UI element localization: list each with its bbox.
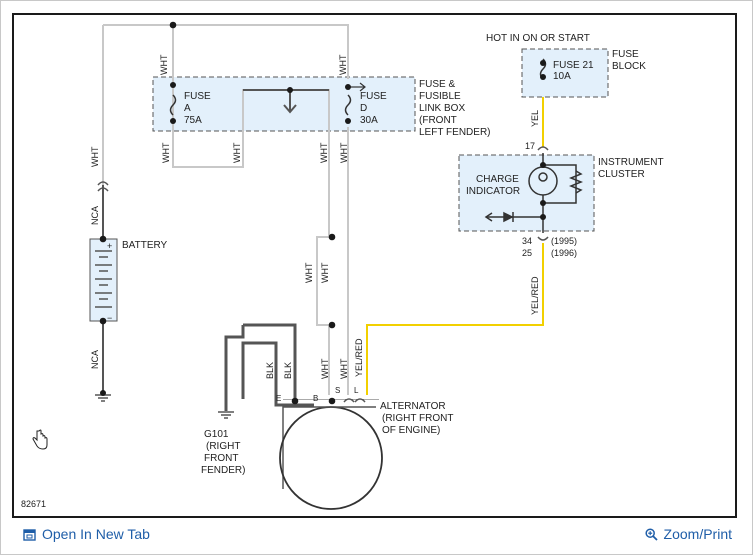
svg-text:WHT: WHT	[339, 142, 349, 163]
instrument-cluster-box	[458, 154, 595, 232]
svg-text:FUSIBLE: FUSIBLE	[419, 91, 461, 102]
svg-text:FUSE 21: FUSE 21	[553, 60, 594, 71]
svg-text:LEFT FENDER): LEFT FENDER)	[419, 127, 491, 138]
svg-text:WHT: WHT	[161, 142, 171, 163]
svg-text:(FRONT: (FRONT	[419, 115, 457, 126]
fuse-d-icon	[344, 94, 352, 116]
fuse-a-icon	[169, 94, 177, 116]
wiring-diagram[interactable]: HOT IN ON OR START FUSE BLOCK FUSE 21 10…	[12, 13, 737, 518]
svg-text:BLOCK: BLOCK	[612, 61, 646, 72]
svg-text:S: S	[335, 386, 340, 395]
svg-text:D: D	[360, 103, 367, 114]
zoom-print-label: Zoom/Print	[663, 526, 732, 542]
svg-text:BLK: BLK	[265, 362, 275, 379]
svg-text:CLUSTER: CLUSTER	[598, 169, 645, 180]
svg-text:10A: 10A	[553, 71, 571, 82]
svg-text:L: L	[354, 386, 359, 395]
svg-text:+: +	[107, 241, 112, 251]
svg-text:WHT: WHT	[339, 358, 349, 379]
yellow-wires	[366, 97, 544, 395]
viewer-footer: Open In New Tab Zoom/Print	[1, 520, 752, 554]
svg-text:WHT: WHT	[232, 142, 242, 163]
hot-in-label: HOT IN ON OR START	[486, 33, 590, 44]
svg-text:FENDER): FENDER)	[201, 465, 245, 476]
svg-text:WHT: WHT	[304, 262, 314, 283]
svg-text:YEL/RED: YEL/RED	[530, 276, 540, 315]
svg-text:WHT: WHT	[319, 142, 329, 163]
svg-text:INDICATOR: INDICATOR	[466, 186, 520, 197]
svg-text:E: E	[276, 394, 281, 403]
svg-text:WHT: WHT	[90, 146, 100, 167]
svg-text:(1996): (1996)	[551, 248, 577, 258]
svg-text:WHT: WHT	[320, 262, 330, 283]
svg-text:(RIGHT FRONT: (RIGHT FRONT	[382, 413, 453, 424]
blk-wire-inner	[241, 341, 278, 401]
svg-text:75A: 75A	[184, 115, 202, 126]
svg-text:FUSE &: FUSE &	[419, 79, 455, 90]
svg-text:−: −	[107, 313, 112, 323]
svg-text:FUSE: FUSE	[184, 91, 211, 102]
zoom-icon	[644, 527, 658, 541]
wiring-diagram-svg: HOT IN ON OR START FUSE BLOCK FUSE 21 10…	[21, 21, 664, 510]
svg-text:WHT: WHT	[159, 54, 169, 75]
svg-text:G101: G101	[204, 429, 229, 440]
svg-text:(1995): (1995)	[551, 236, 577, 246]
svg-text:CHARGE: CHARGE	[476, 174, 519, 185]
open-in-new-tab-label: Open In New Tab	[42, 526, 150, 542]
svg-text:NCA: NCA	[90, 350, 100, 369]
svg-text:WHT: WHT	[338, 54, 348, 75]
svg-text:YEL/RED: YEL/RED	[354, 338, 364, 377]
open-new-tab-icon	[23, 528, 36, 541]
inner-link	[243, 89, 329, 114]
svg-text:A: A	[184, 103, 191, 114]
svg-text:INSTRUMENT: INSTRUMENT	[598, 157, 664, 168]
fusible-link-box	[152, 76, 416, 132]
fuse-block-box	[521, 48, 609, 98]
hand-cursor-icon	[32, 429, 48, 450]
svg-text:FUSE: FUSE	[612, 49, 639, 60]
svg-text:BLK: BLK	[283, 362, 293, 379]
battery-cells	[95, 250, 112, 308]
blk-wire-outer	[224, 325, 245, 407]
wht-wires	[102, 24, 349, 395]
svg-text:NCA: NCA	[90, 206, 100, 225]
svg-text:ALTERNATOR: ALTERNATOR	[380, 401, 446, 412]
battery-label: BATTERY	[122, 240, 168, 251]
open-in-new-tab-button[interactable]: Open In New Tab	[23, 526, 150, 542]
svg-text:30A: 30A	[360, 115, 378, 126]
svg-text:(RIGHT: (RIGHT	[206, 441, 240, 452]
zoom-print-button[interactable]: Zoom/Print	[644, 526, 732, 542]
junction-dots	[99, 21, 546, 405]
figure-id: 82671	[21, 499, 46, 509]
svg-text:34: 34	[522, 236, 532, 246]
svg-text:FUSE: FUSE	[360, 91, 387, 102]
g101-ground-icon	[218, 411, 234, 419]
svg-text:FRONT: FRONT	[204, 453, 238, 464]
svg-text:OF ENGINE): OF ENGINE)	[382, 425, 440, 436]
svg-text:25: 25	[522, 248, 532, 258]
svg-text:YEL: YEL	[530, 110, 540, 127]
alternator-icon	[279, 406, 383, 510]
svg-text:17: 17	[525, 141, 535, 151]
svg-text:B: B	[313, 394, 318, 403]
svg-text:WHT: WHT	[320, 358, 330, 379]
svg-text:LINK BOX: LINK BOX	[419, 103, 465, 114]
diode-icon	[484, 211, 543, 223]
